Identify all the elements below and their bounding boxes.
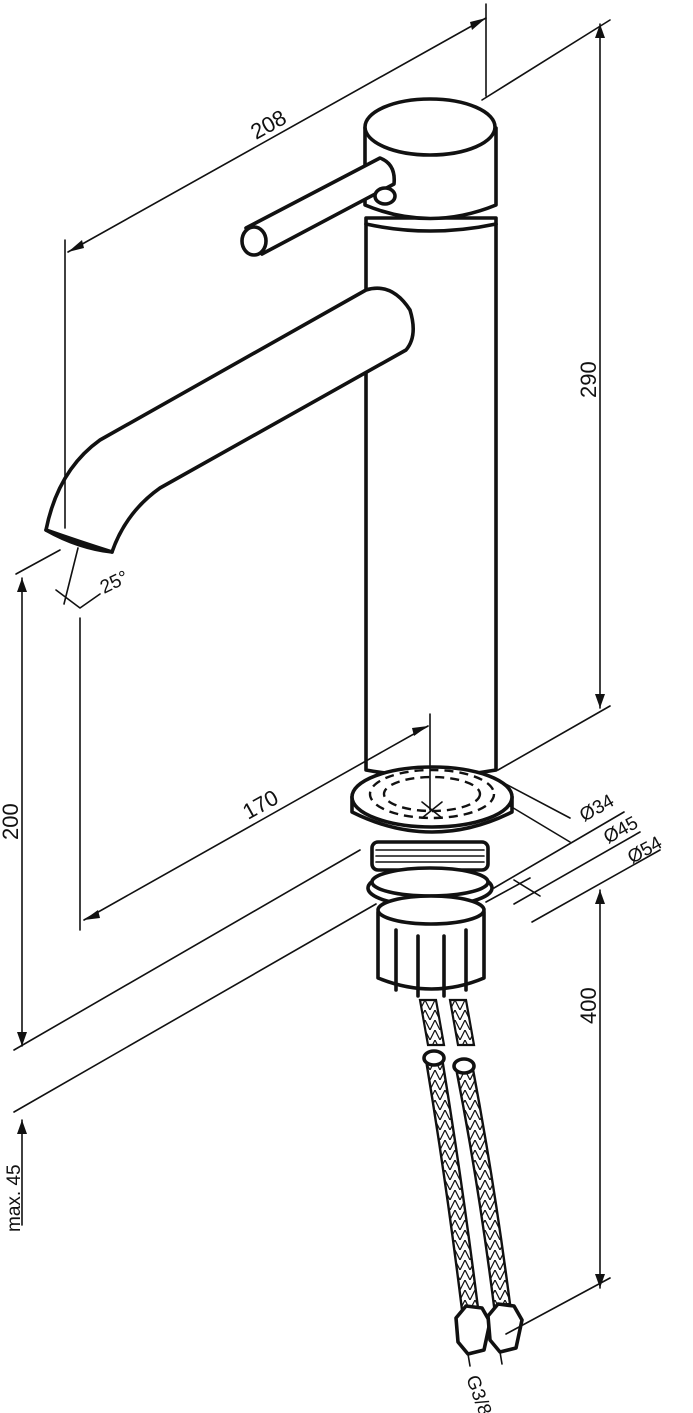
- dim-outlet-height: 200: [0, 803, 23, 840]
- mounting-shank: [366, 840, 494, 998]
- spout: [44, 286, 415, 554]
- dim-hose-length: 400: [576, 987, 601, 1024]
- dim-hose-thread: G3/8: [461, 1373, 495, 1413]
- dim-total-reach: 208: [246, 105, 290, 145]
- dim-spout-angle: 25°: [97, 567, 132, 598]
- dim-body-height: 290: [576, 361, 601, 398]
- dim-max-thickness: max. 45: [4, 1164, 25, 1232]
- dim-spout-reach: 170: [238, 785, 282, 825]
- dim-hole-diameter: Ø34: [576, 790, 618, 826]
- lever-handle: [240, 156, 397, 257]
- flexible-hoses: [418, 998, 524, 1367]
- dimension-lines: [13, 3, 661, 1335]
- base-plate: [350, 713, 514, 834]
